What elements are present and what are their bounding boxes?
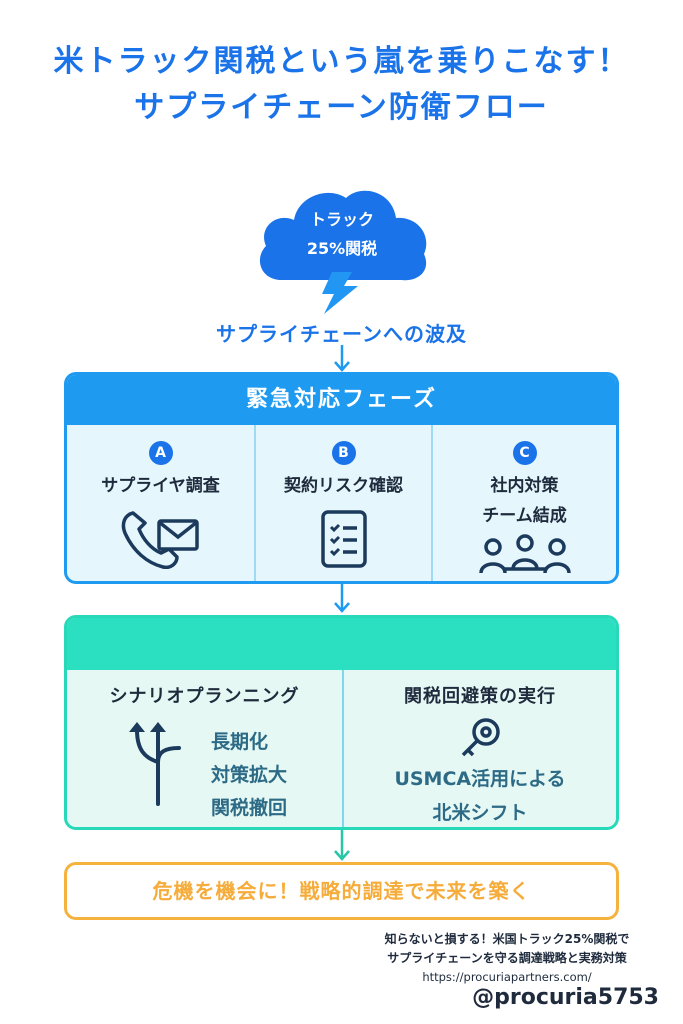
storm-label-line-1: トラック <box>309 210 374 229</box>
checklist-icon <box>320 510 367 568</box>
step-badge: A <box>148 441 173 465</box>
step-label: 社内対策 チーム結成 <box>482 476 567 526</box>
scenario-options: 長期化 対策拡大 関税撤回 <box>211 726 287 825</box>
ripple-label: サプライチェーンへの波及 <box>216 322 467 346</box>
social-handle[interactable]: @procuria5753 <box>472 985 659 1010</box>
step-supplier-survey: A サプライヤ調査 <box>67 425 256 581</box>
storm-label-line-2: 25%関税 <box>306 239 378 258</box>
article-title: 知らないと損する！米国トラック25%関税で サプライチェーンを守る調達戦略と実務… <box>384 932 630 965</box>
scenario-planning-title: シナリオプランニング <box>109 686 300 707</box>
usmca-text: USMCA活用による 北米シフト <box>394 768 566 824</box>
scenario-option: 長期化 <box>211 731 269 753</box>
scenario-planning-section: シナリオプランニング 長期化 対策拡大 関税撤回 <box>67 670 344 827</box>
title-line-2: サプライチェーン防衛フロー <box>134 90 549 125</box>
arrow-down-icon <box>334 584 350 613</box>
arrow-down-icon <box>334 345 350 372</box>
scenario-option: 関税撤回 <box>211 797 288 819</box>
cloud-icon <box>259 190 427 281</box>
scenario-option: 対策拡大 <box>211 764 288 786</box>
website-link[interactable]: https://procuriapartners.com/ <box>422 970 592 984</box>
phone-mail-icon <box>121 511 199 569</box>
step-contract-risk: B 契約リスク確認 <box>256 425 433 581</box>
emergency-phase-panel: 緊急対応フェーズ A サプライヤ調査 B 契約リスク確認 C 社内対策 チ <box>64 372 619 584</box>
strategy-phase-heading <box>67 618 616 670</box>
emergency-phase-heading: 緊急対応フェーズ <box>67 375 616 425</box>
arrow-down-icon <box>334 830 350 861</box>
step-label: 契約リスク確認 <box>284 476 403 496</box>
step-badge: C <box>512 441 537 465</box>
title-line-1: 米トラック関税という嵐を乗りこなす！ <box>53 44 630 79</box>
goal-banner: 危機を機会に！戦略的調達で未来を築く <box>64 862 619 920</box>
tariff-avoidance-title: 関税回避策の実行 <box>404 686 556 707</box>
lightning-icon <box>322 272 358 314</box>
branching-arrows-icon <box>129 722 181 806</box>
step-label: サプライヤ調査 <box>101 476 220 496</box>
tariff-avoidance-section: 関税回避策の実行 USMCA活用による 北米シフト <box>344 670 616 827</box>
step-internal-team: C 社内対策 チーム結成 <box>433 425 616 581</box>
key-icon <box>461 718 500 757</box>
step-badge: B <box>331 441 356 465</box>
team-icon <box>478 534 571 574</box>
strategy-phase-panel: シナリオプランニング 長期化 対策拡大 関税撤回 関税回避策の実行 <box>64 615 619 830</box>
